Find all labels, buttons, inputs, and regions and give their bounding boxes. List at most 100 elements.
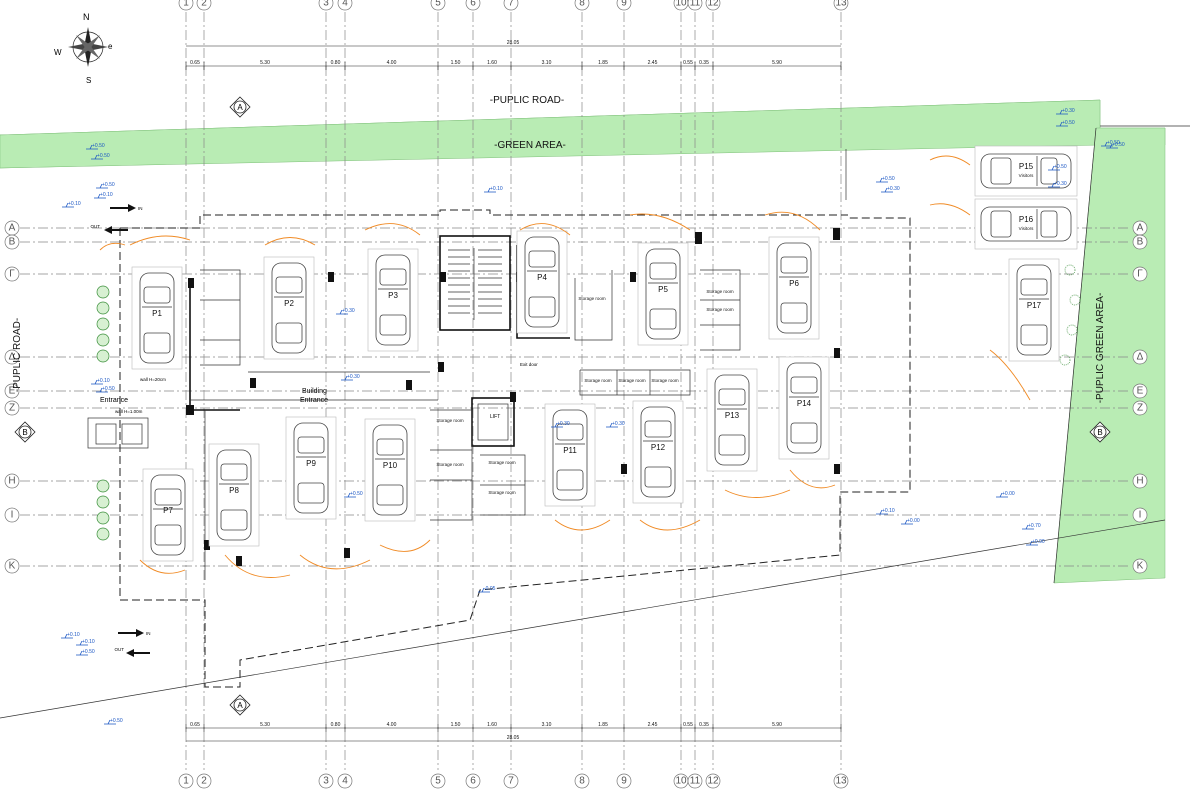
swept-path-6 — [224, 554, 291, 578]
parking-space-p6: P6 — [768, 236, 820, 340]
parking-label: P16 — [1019, 215, 1034, 224]
svg-text:1: 1 — [183, 776, 189, 787]
public-green-area-label: -PUPLIC GREEN AREA- — [1095, 293, 1106, 404]
parking-space-p17: P17 — [1008, 258, 1060, 362]
parking-space-p7: P7 — [142, 468, 194, 562]
level-marker: +0.50 — [86, 143, 105, 150]
level-marker: +0.30 — [881, 186, 900, 193]
grid-bubble-col-9: 9 — [616, 0, 632, 11]
level-marker: +0.10 — [94, 192, 113, 199]
entrance-arrows: IN OUT IN OUT — [91, 204, 151, 657]
svg-text:I: I — [11, 510, 14, 521]
dim-top-5: 1.60 — [487, 60, 497, 66]
grid-bubble-col-11: 11 — [687, 773, 703, 789]
dim-bottom-0: 0.65 — [190, 722, 200, 728]
level-marker: +0.50 — [96, 182, 115, 189]
grid-bubble-col-12: 12 — [705, 0, 721, 11]
svg-text:H: H — [1136, 476, 1143, 487]
svg-text:8: 8 — [579, 776, 585, 787]
grid-bubble-row-Δ: Δ — [1132, 349, 1148, 365]
svg-text:I: I — [1139, 510, 1142, 521]
parking-space-p2: P2 — [263, 256, 315, 360]
swept-path-5 — [764, 211, 821, 231]
dim-bottom-3: 4.00 — [387, 722, 397, 728]
level-marker: +0.50 — [1056, 120, 1075, 127]
grid-bubble-col-9: 9 — [616, 773, 632, 789]
parking-label: P6 — [789, 279, 799, 288]
shrub-5 — [96, 479, 110, 493]
parking-label: P2 — [284, 299, 294, 308]
svg-text:A: A — [237, 103, 243, 112]
hedge-left — [96, 264, 1081, 541]
parking-space-p5: P5 — [637, 242, 689, 346]
dim-bottom-5: 1.60 — [487, 722, 497, 728]
swept-path-3 — [519, 223, 571, 236]
svg-text:+0.10: +0.10 — [67, 632, 80, 638]
svg-text:9: 9 — [621, 776, 627, 787]
level-marker: +0.10 — [484, 186, 503, 193]
grid-bubble-col-13: 13 — [833, 773, 849, 789]
parking-space-p1: P1 — [131, 266, 183, 370]
svg-text:Visitors: Visitors — [1019, 173, 1034, 178]
svg-text:7: 7 — [508, 776, 514, 787]
grid-bubble-row-A: A — [1132, 220, 1148, 236]
swept-path-9 — [554, 519, 611, 531]
parking-label: P11 — [563, 446, 577, 455]
swept-path-4 — [629, 213, 691, 231]
wall-label-top: wall H=20cm — [140, 377, 166, 382]
staircase — [448, 248, 502, 320]
svg-text:Z: Z — [1137, 403, 1143, 414]
shrub-3 — [96, 333, 110, 347]
svg-text:12: 12 — [707, 0, 719, 9]
wall-label-mid: wall H=1.00m — [115, 409, 143, 414]
parking-space-p4: P4 — [516, 230, 568, 334]
svg-text:IN: IN — [138, 206, 143, 211]
svg-text:A: A — [9, 223, 16, 234]
swept-paths — [99, 155, 1031, 578]
dim-top-11: 5.90 — [772, 60, 782, 66]
shrub-7 — [96, 511, 110, 525]
parking-label: P13 — [725, 411, 740, 420]
svg-text:6: 6 — [470, 0, 476, 9]
grid-bubble-col-4: 4 — [337, 0, 353, 11]
svg-text:11: 11 — [690, 0, 701, 9]
svg-text:+0.50: +0.50 — [350, 491, 363, 497]
svg-text:+0.50: +0.50 — [1062, 120, 1075, 126]
svg-text:+0.50: +0.50 — [882, 176, 895, 182]
grid-bubble-col-6: 6 — [465, 0, 481, 11]
svg-text:E: E — [1137, 386, 1144, 397]
grid-bubble-col-3: 3 — [318, 0, 334, 11]
svg-text:Storage room: Storage room — [488, 490, 516, 495]
building-entrance-label-1: Building — [302, 388, 327, 395]
level-marker: +0.00 — [996, 491, 1015, 498]
dim-top-1: 5.30 — [260, 60, 270, 66]
svg-text:5: 5 — [435, 776, 441, 787]
svg-text:3: 3 — [323, 776, 329, 787]
svg-text:+0.10: +0.10 — [490, 186, 503, 192]
grid-bubble-row-H: H — [1132, 473, 1148, 489]
public-road-left-label: -PUPLIC ROAD- — [12, 318, 23, 392]
site-boundary — [0, 127, 1166, 719]
level-marker: +0.30 — [1056, 108, 1075, 115]
svg-text:Storage room: Storage room — [584, 378, 612, 383]
grid-bubble-row-B: B — [4, 234, 20, 250]
grid-bubble-col-7: 7 — [503, 773, 519, 789]
svg-text:Γ: Γ — [1137, 269, 1143, 280]
svg-text:K: K — [9, 561, 16, 572]
svg-text:+0.00: +0.00 — [1002, 491, 1015, 497]
level-marker: +0.10 — [61, 632, 80, 639]
svg-text:H: H — [8, 476, 15, 487]
grid-bubble-col-1: 1 — [178, 0, 194, 11]
svg-text:Storage room: Storage room — [436, 462, 464, 467]
dim-bottom-4: 1.50 — [451, 722, 461, 728]
level-marker: +0.50 — [1106, 142, 1125, 149]
grid-bubble-col-3: 3 — [318, 773, 334, 789]
svg-text:B: B — [9, 237, 16, 248]
svg-text:Δ: Δ — [1137, 352, 1144, 363]
level-marker: +0.00 — [901, 518, 920, 525]
grid-bubble-col-5: 5 — [430, 773, 446, 789]
grid-bubble-row-H: H — [4, 473, 20, 489]
